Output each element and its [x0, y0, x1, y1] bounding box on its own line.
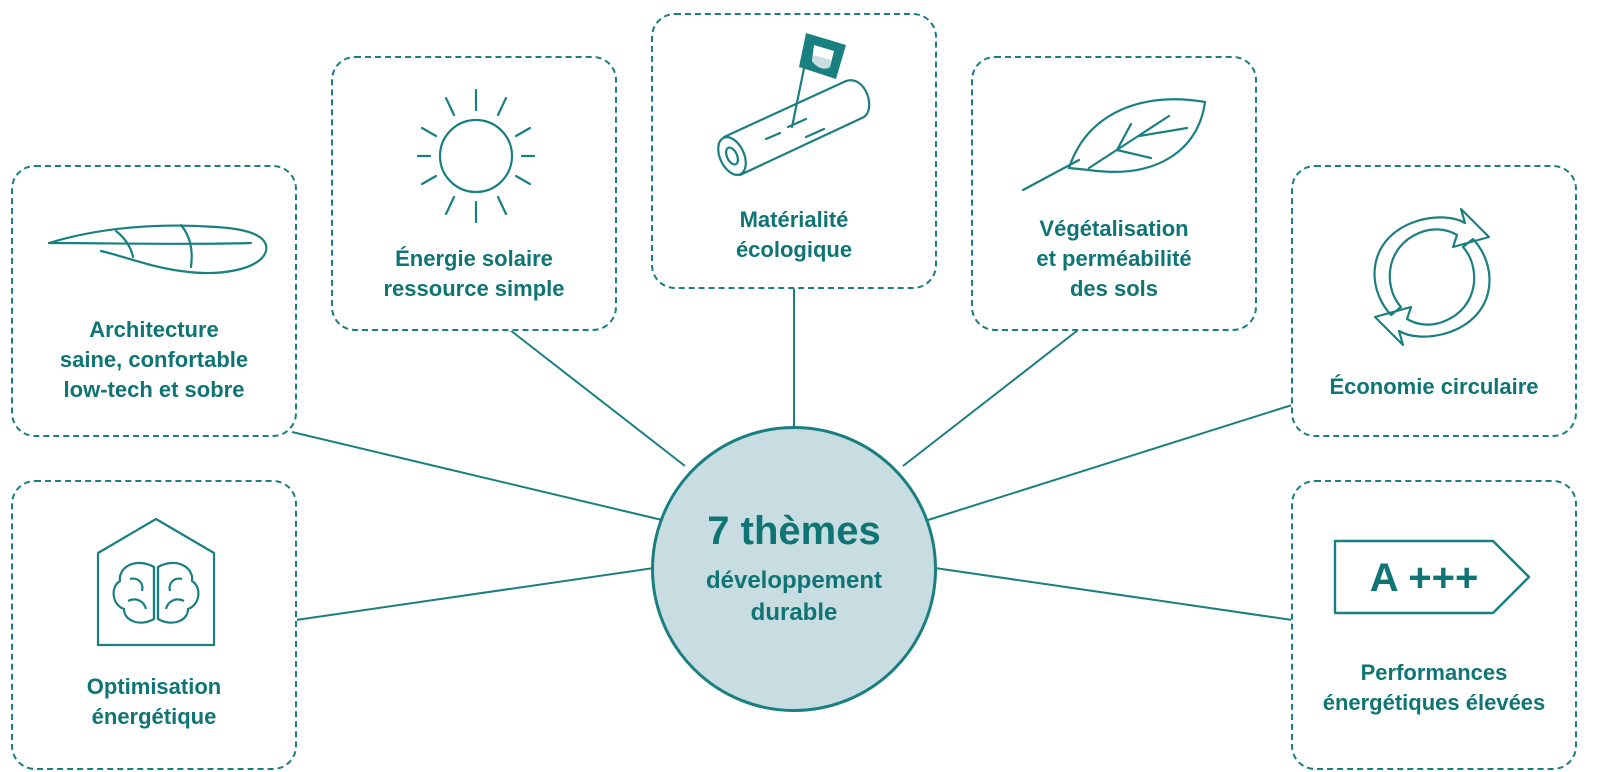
house-brain-icon: [96, 517, 216, 647]
connector-performances: [934, 567, 1293, 621]
recycle-arrows-icon: [1373, 207, 1491, 347]
leaf-icon: [1021, 98, 1207, 192]
theme-label-optimisation: Optimisation énergétique: [86, 674, 222, 729]
theme-box-optimisation: Optimisation énergétique: [11, 480, 297, 770]
energy-label-icon: [1333, 539, 1531, 615]
feather-icon: [47, 223, 268, 275]
theme-box-performances: A +++ Performances énergétiques élevées: [1291, 480, 1577, 770]
theme-label-architecture: Architecture saine, confortable low-tech…: [59, 317, 249, 402]
theme-label-vegetalisation: Végétalisation et perméabilité des sols: [1036, 216, 1192, 301]
connector-energie-solaire: [509, 329, 686, 467]
connector-vegetalisation: [902, 329, 1079, 467]
theme-label-performances: Performances énergétiques élevées: [1322, 660, 1546, 715]
energy-badge-text: A +++: [1369, 556, 1479, 600]
theme-label-materialite: Matérialité écologique: [735, 207, 853, 262]
connector-optimisation: [295, 567, 655, 621]
theme-box-energie-solaire: Énergie solaire ressource simple: [331, 56, 617, 331]
theme-box-materialite: Matérialité écologique: [651, 13, 937, 289]
connector-economie-circulaire: [927, 404, 1293, 521]
connector-architecture: [291, 431, 663, 521]
sun-icon: [416, 88, 536, 224]
theme-box-architecture: Architecture saine, confortable low-tech…: [11, 165, 297, 437]
center-circle: 7 thèmes développement durable: [651, 426, 937, 712]
center-subtitle: développement durable: [705, 567, 883, 626]
theme-box-economie-circulaire: Économie circulaire: [1291, 165, 1577, 437]
theme-label-economie-circulaire: Économie circulaire: [1329, 374, 1539, 399]
center-title: 7 thèmes: [707, 509, 881, 553]
theme-label-energie-solaire: Énergie solaire ressource simple: [383, 246, 565, 301]
theme-box-vegetalisation: Végétalisation et perméabilité des sols: [971, 56, 1257, 331]
log-with-flag-icon: [717, 33, 871, 177]
